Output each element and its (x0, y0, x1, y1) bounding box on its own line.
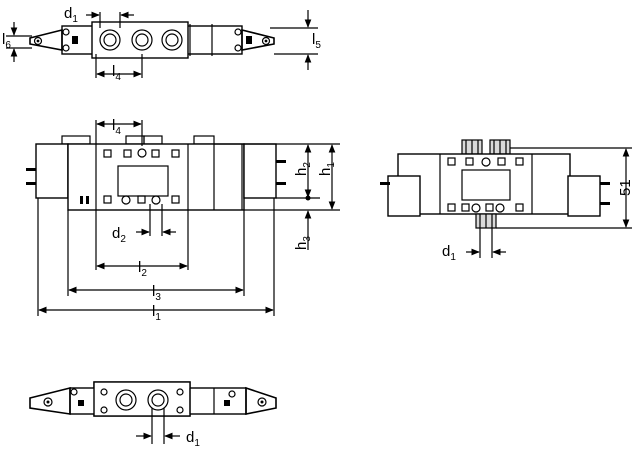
top-l6-label: l6 (2, 31, 11, 51)
side-d1-label: d1 (442, 243, 456, 263)
front-l2-label: l2 (138, 259, 147, 279)
side-view (380, 139, 632, 258)
bottom-d1-label: d1 (186, 429, 200, 449)
front-h1-label: h1 (317, 162, 337, 176)
top-l5-label: l5 (312, 31, 321, 51)
front-l3-label: l3 (152, 283, 161, 303)
top-view (6, 10, 318, 78)
front-l1-label: l1 (152, 303, 161, 323)
top-d1-label: d1 (64, 5, 78, 25)
front-h3-label: h3 (293, 236, 313, 250)
front-l4-label: l4 (112, 117, 121, 137)
front-h2-label: h2 (293, 162, 313, 176)
bottom-view (29, 381, 277, 444)
side-height-label: 51 (617, 179, 634, 196)
top-l4-label: l4 (112, 63, 121, 83)
front-view (26, 120, 340, 316)
front-d2-label: d2 (112, 225, 126, 245)
